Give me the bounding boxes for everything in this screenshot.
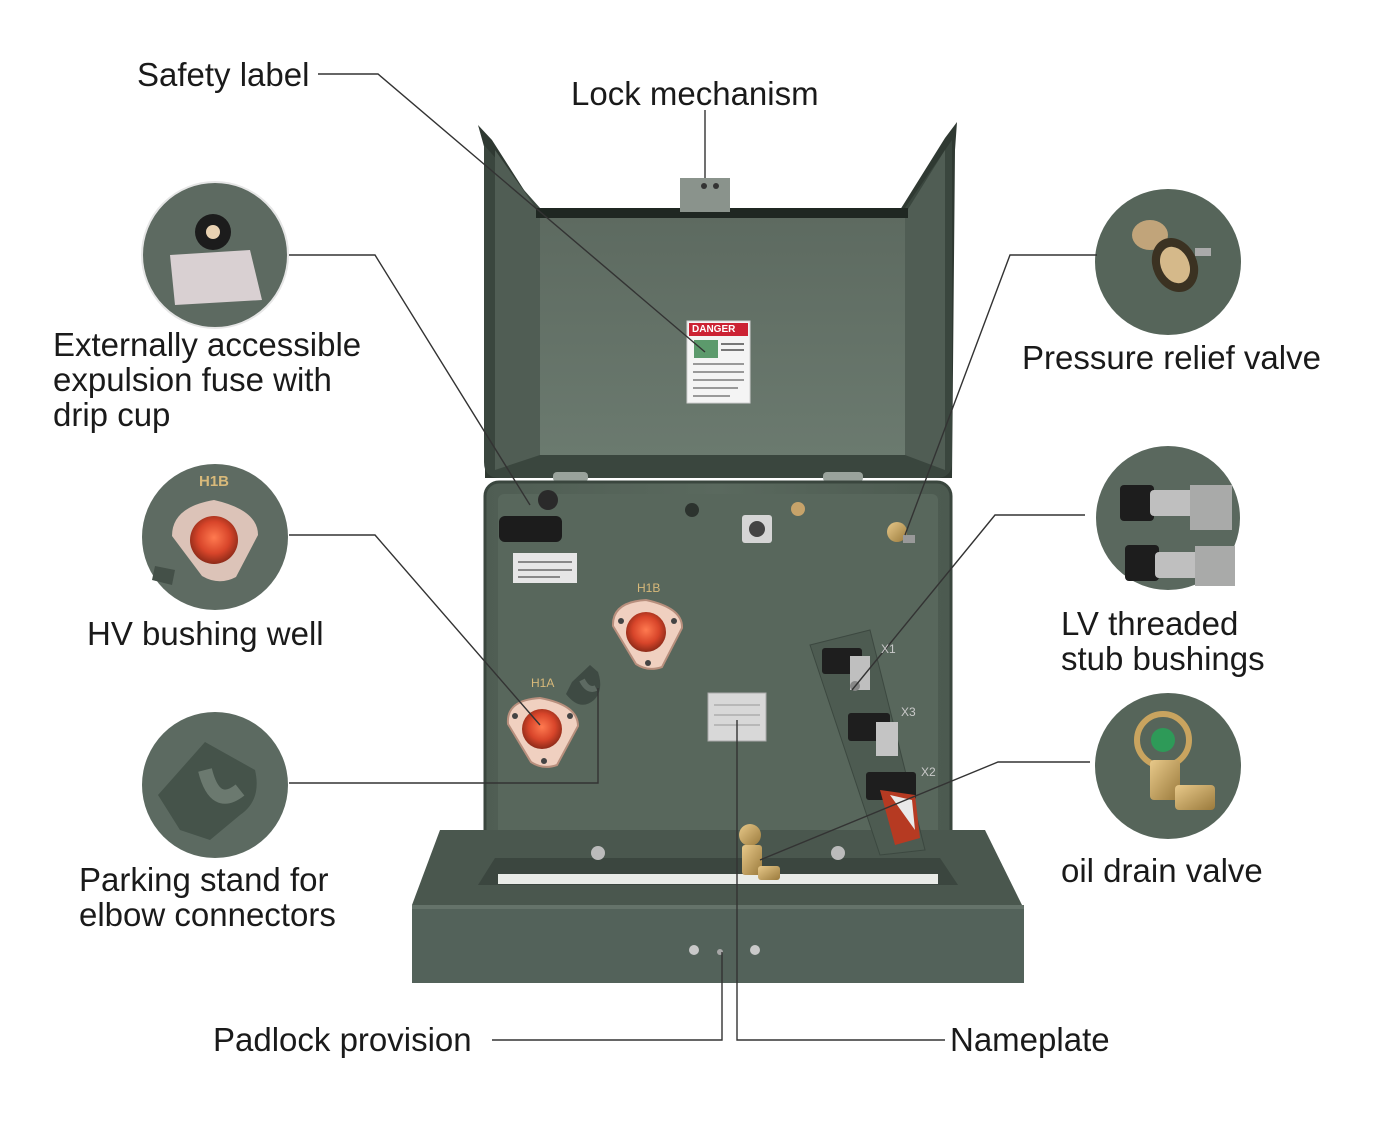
leader-fuse — [289, 254, 531, 506]
ground-lug-right — [831, 846, 845, 860]
inset-parking-stand — [142, 712, 288, 858]
pressure-relief-valve — [887, 522, 915, 543]
lock-mechanism-tab — [680, 178, 730, 212]
hv-bushing-h1b — [611, 598, 684, 670]
label-hv-bushing-well: HV bushing well — [87, 615, 324, 652]
label-padlock-provision: Padlock provision — [213, 1021, 472, 1058]
leader-lines — [289, 73, 1097, 1041]
leader-parking-stand — [289, 688, 599, 784]
leader-pressure-relief — [904, 254, 1097, 536]
leader-safety-label — [318, 73, 706, 353]
ground-lug-left — [591, 846, 605, 860]
cabinet-body — [483, 480, 953, 864]
lv-bushing-x3 — [848, 713, 898, 756]
leader-nameplate — [736, 720, 945, 1041]
inset-pressure-relief-valve — [1095, 189, 1241, 335]
cabinet-lid — [478, 122, 957, 482]
x2-marking: X2 — [921, 765, 936, 779]
danger-sign — [686, 320, 751, 404]
hv-bushing-h1a — [506, 696, 580, 768]
rating-plate — [513, 553, 577, 583]
inset-expulsion-fuse — [141, 181, 289, 329]
label-nameplate: Nameplate — [950, 1021, 1110, 1058]
inset-lv-stub-bushings — [1096, 446, 1240, 590]
inset-h1b-marking: H1B — [199, 473, 230, 490]
leader-hv-bushing — [289, 534, 541, 726]
leader-padlock — [492, 952, 723, 1041]
label-expulsion-fuse: Externally accessible expulsion fuse wit… — [53, 326, 362, 433]
top-bolt — [685, 503, 699, 517]
cabinet-base — [412, 830, 1024, 983]
lv-bushing-x1 — [822, 648, 870, 691]
lv-bushing-x2 — [866, 772, 920, 845]
label-parking-stand: Parking stand for elbow connectors — [79, 861, 336, 933]
padlock-bolt-left — [689, 945, 699, 955]
label-pressure-relief-valve: Pressure relief valve — [1022, 339, 1321, 376]
oil-drain-valve — [739, 824, 780, 880]
h1a-marking: H1A — [531, 676, 555, 690]
x1-marking: X1 — [881, 642, 896, 656]
h1b-marking: H1B — [637, 581, 661, 595]
danger-sign-text: DANGER — [692, 324, 736, 335]
label-lv-stub-bushings: LV threaded stub bushings — [1061, 605, 1265, 677]
leader-lv-stub — [851, 514, 1085, 691]
expulsion-fuse-handle — [499, 490, 562, 542]
inset-hv-bushing — [142, 464, 288, 610]
inset-oil-drain-valve — [1095, 693, 1241, 839]
label-lock-mechanism: Lock mechanism — [571, 75, 819, 112]
x3-marking: X3 — [901, 705, 916, 719]
leader-oil-drain — [759, 761, 1090, 861]
padlock-bolt-right — [750, 945, 760, 955]
fill-plug — [791, 502, 805, 516]
label-oil-drain-valve: oil drain valve — [1061, 852, 1263, 889]
label-safety-label: Safety label — [137, 56, 310, 93]
